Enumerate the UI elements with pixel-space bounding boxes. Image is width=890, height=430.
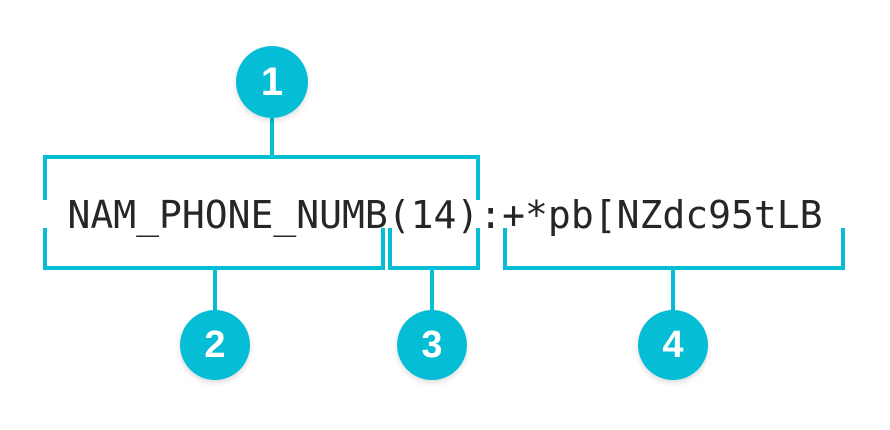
callout-badge-3[interactable]: 3 (397, 310, 467, 380)
callout-badge-4[interactable]: 4 (638, 310, 708, 380)
bracket-1 (43, 155, 480, 200)
callout-badge-2[interactable]: 2 (180, 310, 250, 380)
code-string: NAM_PHONE_NUMB(14):+*pb[NZdc95tLB (67, 193, 823, 237)
callout-badge-1[interactable]: 1 (236, 46, 308, 118)
